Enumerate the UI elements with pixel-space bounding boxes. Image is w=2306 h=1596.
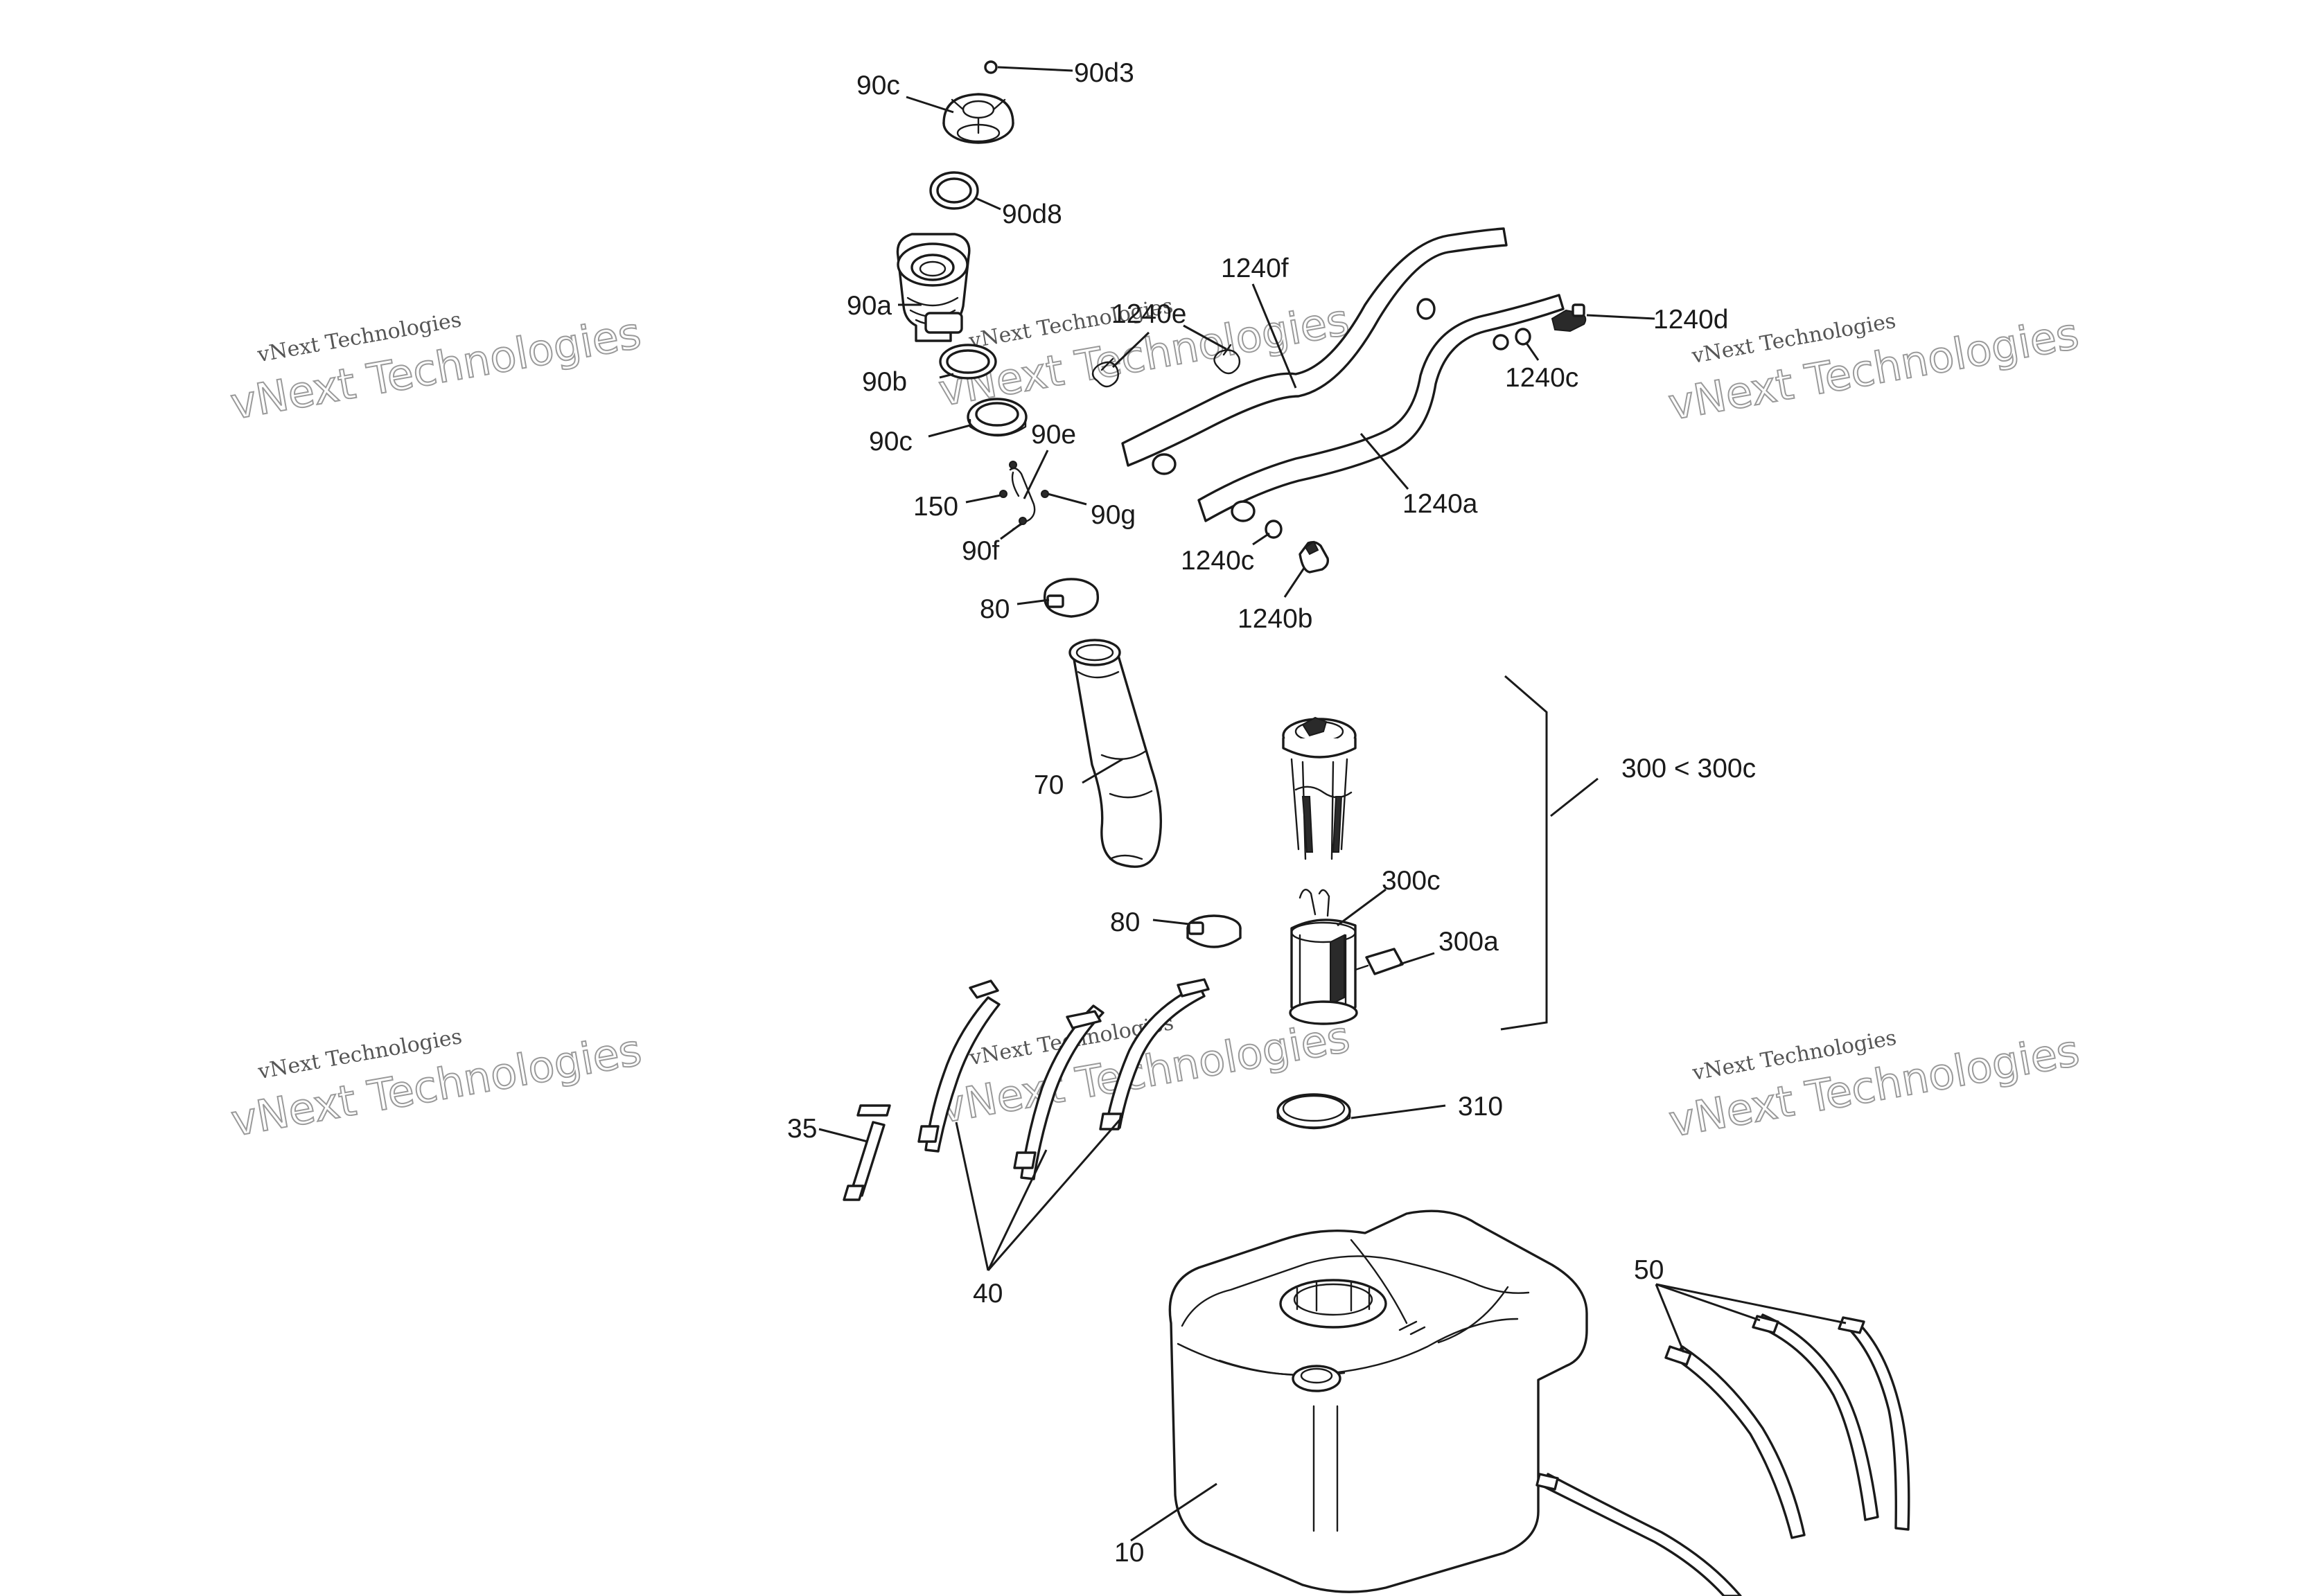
label-90b: 90b [862,367,907,397]
label-150: 150 [913,492,958,522]
label-90c-mid: 90c [869,427,913,456]
label-1240c-left: 1240c [1181,546,1254,576]
part-40-strap-left [917,979,1001,1153]
label-70: 70 [1034,770,1064,800]
label-80-top: 80 [980,594,1010,624]
part-labels: 90d3 90c 90d8 90a 90b 90c 90e 150 90g 90… [787,58,1756,1568]
watermark-top-left: vNext Technologies vNext Technologies [226,307,645,430]
part-50-strap-b [1752,1313,1879,1521]
part-300-pump-module-upper [1282,716,1357,860]
label-90g: 90g [1091,500,1136,530]
part-90a-filler-neck [896,233,971,342]
part-90b-ring [939,344,997,380]
label-300a: 300a [1438,927,1499,957]
part-310-lock-ring [1276,1093,1351,1130]
part-50-strap-a [1664,1345,1806,1539]
part-90f-clip [1019,517,1027,525]
label-90d3: 90d3 [1074,58,1134,88]
part-1240f-vent-hose [1121,227,1508,475]
part-90d8-o-ring [929,171,979,210]
part-1240c-fitting-left [1265,520,1283,539]
part-300a-level-sender [1354,948,1404,975]
label-90f: 90f [962,536,999,566]
label-90a: 90a [847,291,892,321]
label-1240d: 1240d [1653,305,1728,335]
part-90g-pin [1041,490,1049,498]
label-1240e: 1240e [1111,299,1186,329]
part-1240e-clip-b [1213,344,1241,375]
label-1240b: 1240b [1238,604,1312,634]
part-1240a-vent-hose [1197,294,1565,522]
part-50-strap-d [1535,1473,1742,1596]
label-90e: 90e [1031,420,1076,450]
label-1240a: 1240a [1402,489,1478,519]
label-1240c-right: 1240c [1505,363,1578,393]
label-40: 40 [973,1279,1003,1309]
part-1240c-fitting-right [1515,328,1531,346]
label-310: 310 [1458,1092,1503,1121]
part-90c-fuel-cap [942,93,1014,144]
label-90c-top: 90c [856,71,900,100]
part-150-pin [999,490,1007,498]
watermark-bottom-left: vNext Technologies vNext Technologies [227,1024,646,1147]
label-80-mid: 80 [1110,907,1140,937]
label-10: 10 [1114,1538,1144,1568]
part-35-strap [843,1104,891,1201]
part-1240d-valve [1551,303,1587,332]
watermark-bottom-right: vNext Technologies vNext Technologies [1664,1025,2084,1148]
part-70-filler-hose [1068,639,1163,868]
part-1240b-valve [1299,540,1330,574]
label-300c: 300c [1382,866,1441,896]
leader-lines [818,66,1847,1542]
part-40-strap-mid [1013,1004,1104,1180]
part-90c-nut [967,398,1028,437]
part-300c-pump-lower [1289,889,1358,1025]
label-300-group: 300 < 300c [1621,754,1756,783]
label-35: 35 [787,1114,817,1144]
part-50-strap-c [1838,1316,1910,1531]
label-90d8: 90d8 [1002,200,1062,229]
part-90d3-ball [984,60,998,74]
watermark-top-right: vNext Technologies vNext Technologies [1664,308,2083,431]
part-80-mid-clamp [1186,914,1242,948]
part-1240e-clip-a [1091,357,1119,388]
part-10-fuel-tank [1168,1209,1588,1593]
part-80-top-clamp [1044,578,1099,618]
label-1240f: 1240f [1221,254,1289,283]
part-90e-tether [1009,461,1036,531]
label-50: 50 [1634,1255,1664,1285]
